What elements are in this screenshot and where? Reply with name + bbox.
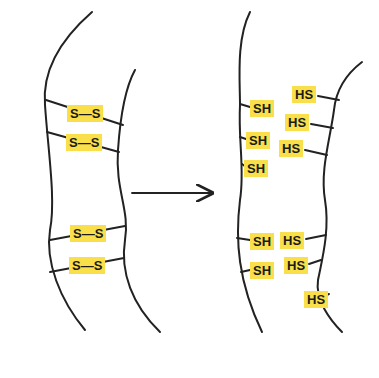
- sulfhydryl-label: SH: [244, 160, 268, 177]
- bond-stub: [240, 104, 250, 107]
- bond-stub: [311, 124, 333, 128]
- disulfide-bond-label: S—S: [67, 105, 103, 122]
- disulfide-bond-label: S—S: [70, 225, 106, 242]
- sulfhydryl-label: SH: [250, 262, 274, 279]
- bond-line: [47, 132, 119, 152]
- bond-stub: [318, 96, 339, 100]
- bond-stub: [237, 238, 250, 240]
- sulfhydryl-label: HS: [304, 291, 328, 308]
- sulfhydryl-label: SH: [250, 100, 274, 117]
- bond-stub: [306, 235, 326, 239]
- reaction-arrow: [132, 192, 212, 194]
- disulfide-bond-label: S—S: [66, 134, 102, 151]
- disulfide-bond-label: S—S: [69, 257, 105, 274]
- strand-line: [118, 70, 160, 332]
- sulfhydryl-label: HS: [292, 86, 316, 103]
- sulfhydryl-label: SH: [246, 132, 270, 149]
- sulfhydryl-label: HS: [279, 140, 303, 157]
- bond-stub: [241, 270, 250, 272]
- sulfhydryl-label: HS: [284, 257, 308, 274]
- strand-line: [45, 12, 92, 330]
- sulfhydryl-label: HS: [285, 114, 309, 131]
- sulfhydryl-label: HS: [280, 232, 304, 249]
- bond-stub: [309, 260, 321, 264]
- sulfhydryl-label: SH: [250, 233, 274, 250]
- bond-line: [46, 100, 123, 125]
- bond-stub: [305, 150, 327, 155]
